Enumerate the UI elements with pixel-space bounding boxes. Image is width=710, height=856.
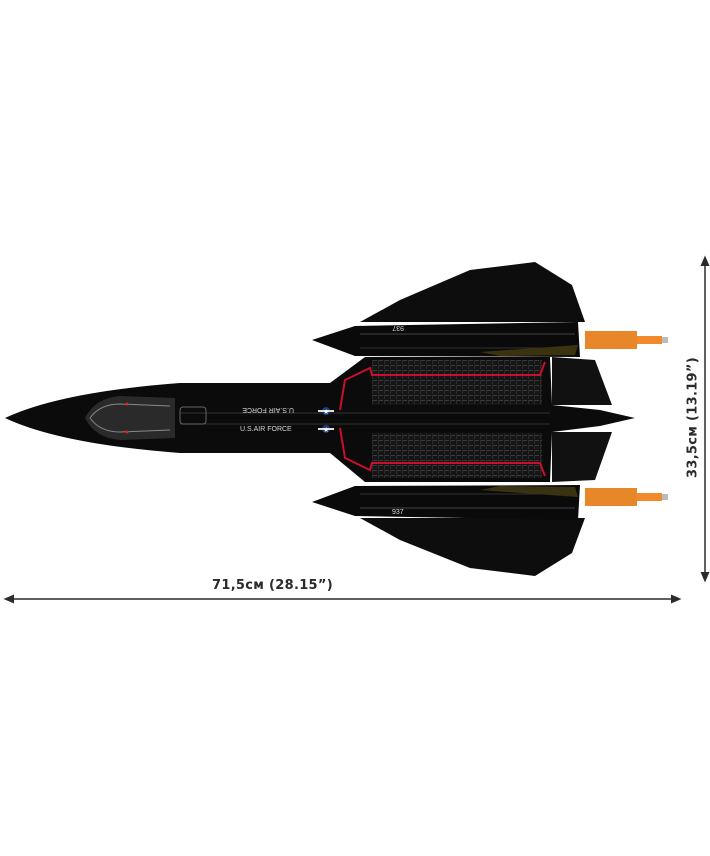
- roundel-upper: ★: [318, 407, 334, 416]
- width-label: 33,5см (13.19”): [685, 357, 701, 478]
- svg-text:★: ★: [323, 426, 329, 434]
- lower-stabilizer: [552, 432, 612, 482]
- svg-text:★: ★: [323, 408, 329, 416]
- upper-engine-nacelle: [312, 322, 668, 357]
- tail-number-upper: 937: [392, 324, 404, 331]
- marking-text-upper: U.S.AIR FORCE: [242, 406, 294, 413]
- cockpit: [85, 396, 175, 440]
- left-outer-wing: [360, 262, 585, 322]
- length-label: 71,5см (28.15”): [212, 578, 333, 593]
- tail-number-lower: 937: [392, 509, 404, 516]
- upper-stabilizer: [552, 357, 612, 405]
- roundel-lower: ★: [318, 425, 334, 434]
- lower-wing-panel: [372, 433, 542, 478]
- upper-red-stripe: [339, 361, 546, 411]
- lower-engine-nacelle: [312, 485, 668, 520]
- marking-text-lower: U.S.AIR FORCE: [240, 426, 292, 433]
- right-outer-wing: [360, 518, 585, 576]
- upper-wing-panel: [372, 360, 542, 405]
- lower-red-stripe: [339, 427, 546, 477]
